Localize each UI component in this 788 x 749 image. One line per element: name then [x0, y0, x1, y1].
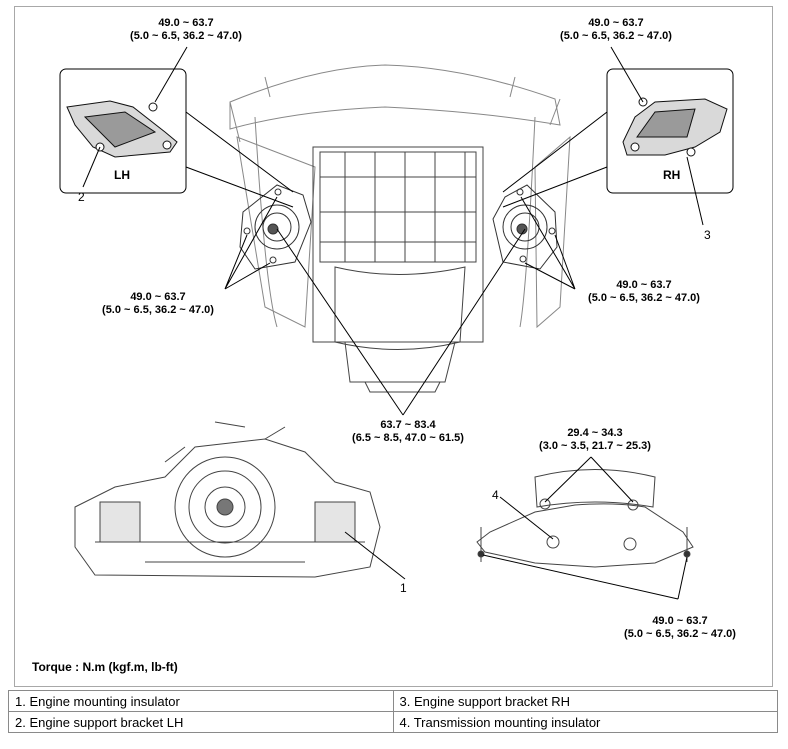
diagram-figure: 49.0 ~ 63.7 (5.0 ~ 6.5, 36.2 ~ 47.0) 49.… [14, 6, 773, 687]
callout-conversion: (3.0 ~ 3.5, 21.7 ~ 25.3) [539, 440, 651, 452]
inset-lh-box [59, 68, 187, 194]
legend-item-3: 3. Engine support bracket RH [392, 690, 778, 712]
callout-value: 49.0 ~ 63.7 [158, 17, 214, 29]
callout-number-2: 2 [78, 190, 85, 204]
torque-callout-transmission-top: 29.4 ~ 34.3 (3.0 ~ 3.5, 21.7 ~ 25.3) [520, 427, 670, 453]
torque-unit-note: Torque : N.m (kgf.m, lb-ft) [32, 660, 178, 674]
legend-row: 1. Engine mounting insulator 3. Engine s… [8, 690, 778, 712]
legend-row: 2. Engine support bracket LH 4. Transmis… [8, 711, 778, 733]
callout-conversion: (5.0 ~ 6.5, 36.2 ~ 47.0) [560, 30, 672, 42]
callout-conversion: (6.5 ~ 8.5, 47.0 ~ 61.5) [352, 432, 464, 444]
torque-callout-mid-right: 49.0 ~ 63.7 (5.0 ~ 6.5, 36.2 ~ 47.0) [571, 279, 717, 305]
callout-value: 49.0 ~ 63.7 [652, 615, 708, 627]
mount-right-top [492, 184, 558, 270]
callout-value: 63.7 ~ 83.4 [380, 419, 436, 431]
engine-block [312, 146, 484, 393]
parts-legend-table: 1. Engine mounting insulator 3. Engine s… [8, 690, 778, 733]
callout-value: 49.0 ~ 63.7 [616, 279, 672, 291]
inset-label-lh: LH [114, 168, 130, 182]
callout-conversion: (5.0 ~ 6.5, 36.2 ~ 47.0) [102, 304, 214, 316]
bracket-lh [66, 100, 178, 158]
callout-number-4: 4 [492, 488, 499, 502]
callout-number-1: 1 [400, 581, 407, 595]
callout-value: 49.0 ~ 63.7 [588, 17, 644, 29]
bracket-rh [622, 97, 728, 157]
callout-conversion: (5.0 ~ 6.5, 36.2 ~ 47.0) [624, 628, 736, 640]
leader-lines [82, 46, 704, 600]
subframe-outline [229, 64, 571, 329]
transmission-mount-view [476, 469, 694, 568]
legend-item-1: 1. Engine mounting insulator [8, 690, 394, 712]
torque-callout-transmission-bottom: 49.0 ~ 63.7 (5.0 ~ 6.5, 36.2 ~ 47.0) [605, 615, 755, 641]
torque-callout-top-left: 49.0 ~ 63.7 (5.0 ~ 6.5, 36.2 ~ 47.0) [113, 17, 259, 43]
torque-callout-top-right: 49.0 ~ 63.7 (5.0 ~ 6.5, 36.2 ~ 47.0) [543, 17, 689, 43]
diagram-drawing [59, 46, 734, 600]
callout-value: 29.4 ~ 34.3 [567, 427, 623, 439]
torque-callout-center: 63.7 ~ 83.4 (6.5 ~ 8.5, 47.0 ~ 61.5) [333, 419, 483, 445]
callout-number-3: 3 [704, 228, 711, 242]
legend-item-4: 4. Transmission mounting insulator [392, 711, 778, 733]
inset-rh-box [606, 68, 734, 194]
inset-label-rh: RH [663, 168, 681, 182]
engine-front-view [74, 421, 381, 578]
mount-left-top [239, 184, 312, 270]
torque-callout-mid-left: 49.0 ~ 63.7 (5.0 ~ 6.5, 36.2 ~ 47.0) [85, 291, 231, 317]
callout-conversion: (5.0 ~ 6.5, 36.2 ~ 47.0) [588, 292, 700, 304]
legend-item-2: 2. Engine support bracket LH [8, 711, 394, 733]
callout-conversion: (5.0 ~ 6.5, 36.2 ~ 47.0) [130, 30, 242, 42]
callout-value: 49.0 ~ 63.7 [130, 291, 186, 303]
